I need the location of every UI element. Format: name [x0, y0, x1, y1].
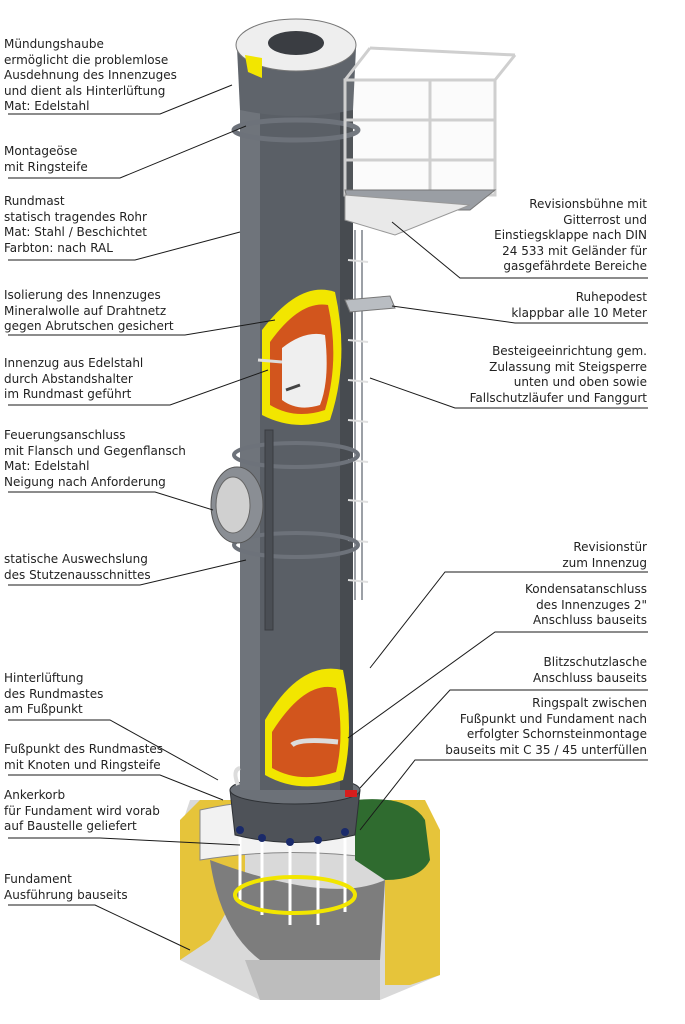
leader-lines: [8, 84, 648, 951]
platform-base: [344, 194, 471, 236]
vent-pipe: [233, 766, 241, 786]
label-revisionstuer: Revisionstür zum Innenzug: [562, 540, 647, 570]
label-ringspalt: Ringspalt zwischen Fußpunkt und Fundamen…: [445, 696, 647, 757]
label-isolierung: Isolierung des Innenzuges Mineralwolle a…: [4, 288, 174, 333]
label-muendungshaube: Mündungshaube ermöglicht die problemlose…: [4, 37, 177, 113]
label-blitzschutz: Blitzschutzlasche Anschluss bauseits: [532, 655, 647, 685]
label-besteigeeinrichtung: Besteigeeinrichtung gem. Zulassung mit S…: [469, 344, 647, 405]
mast-rings: [232, 441, 360, 559]
platform: [343, 46, 517, 197]
label-feuerungsanschluss: Feuerungsanschluss mit Flansch und Gegen…: [4, 428, 186, 489]
label-hinterlueftung: Hinterlüftung des Rundmastes am Fußpunkt: [4, 671, 104, 716]
label-rundmast: Rundmast statisch tragendes Rohr Mat: St…: [4, 194, 147, 255]
top-hood: [235, 18, 357, 116]
anchor-ring: [233, 875, 357, 915]
mounting-ring: [231, 117, 361, 143]
flue-connection: [210, 466, 264, 544]
label-kondensat: Kondensatanschluss des Innenzuges 2" Ans…: [525, 582, 647, 627]
label-ankerkorb: Ankerkorb für Fundament wird vorab auf B…: [4, 788, 160, 833]
label-fundament: Fundament Ausführung bauseits: [4, 872, 128, 902]
label-montageoese: Montageöse mit Ringsteife: [4, 144, 88, 174]
label-auswechslung: statische Auswechslung des Stutzenaussch…: [4, 552, 151, 582]
label-ruhepodest: Ruhepodest klappbar alle 10 Meter: [511, 290, 647, 320]
reinforcement-bar: [264, 429, 274, 631]
label-fusspunkt: Fußpunkt des Rundmastes mit Knoten und R…: [4, 742, 164, 772]
rest-platform: [344, 295, 396, 313]
upper-cutaway: [257, 289, 342, 425]
label-innenzug: Innenzug aus Edelstahl durch Abstandshal…: [4, 356, 144, 401]
lightning-tab: [345, 790, 357, 797]
ladder: [354, 230, 363, 600]
lower-cutaway: [265, 668, 349, 787]
label-revisionsbuehne: Revisionsbühne mit Gitterrost und Einsti…: [494, 197, 647, 273]
